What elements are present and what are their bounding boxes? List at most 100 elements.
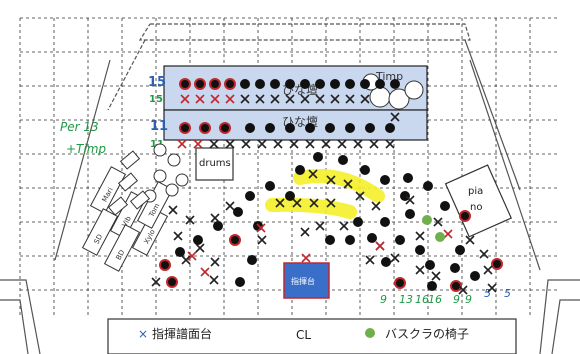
player-seat	[345, 79, 355, 89]
player-seat	[213, 221, 223, 231]
player-seat	[360, 79, 370, 89]
floor-count-label: 5	[484, 287, 491, 300]
player-seat	[175, 247, 185, 257]
music-stand	[209, 139, 219, 149]
percussion-note-line1: Per 13	[60, 120, 99, 134]
music-stand	[345, 94, 355, 104]
music-stand	[479, 249, 489, 259]
music-stand	[292, 198, 302, 208]
music-stand	[405, 195, 415, 205]
music-stand	[168, 205, 178, 215]
player-seat	[193, 235, 203, 245]
piano-label-line2: no	[470, 202, 482, 213]
music-stand	[195, 94, 205, 104]
music-stand	[369, 139, 379, 149]
piano-shape	[444, 164, 513, 238]
bass-clarinet-chair	[435, 232, 445, 242]
floor-count-label: 9	[465, 293, 472, 306]
drum-head	[175, 173, 189, 187]
player-seat	[325, 123, 335, 133]
player-seat	[315, 79, 325, 89]
player-seat	[380, 175, 390, 185]
player-seat	[450, 280, 462, 292]
music-stand	[225, 94, 235, 104]
percussion-rack: BD	[103, 224, 141, 272]
music-stand	[225, 139, 235, 149]
player-seat	[423, 181, 433, 191]
player-seat	[209, 78, 221, 90]
floor-count-label: 9	[380, 293, 387, 306]
music-stand	[289, 139, 299, 149]
music-stand	[180, 94, 190, 104]
player-seat	[270, 79, 280, 89]
music-stand	[300, 94, 310, 104]
percussion-note-line2: +Timp	[66, 142, 106, 156]
music-stand	[225, 201, 235, 211]
player-seat	[255, 79, 265, 89]
player-seat	[285, 191, 295, 201]
player-seat	[285, 79, 295, 89]
drum-head	[153, 143, 167, 157]
player-seat	[450, 263, 460, 273]
player-seat	[305, 123, 315, 133]
drum-head	[153, 169, 167, 183]
music-stand	[385, 139, 395, 149]
legend-bar: × 指揮譜面台 CL バスクラの椅子	[107, 318, 517, 354]
piano-label-line1: pia	[468, 186, 483, 197]
legend-stand-symbol: ×	[138, 327, 148, 341]
floor-count-label: 13	[399, 293, 413, 306]
music-stand	[337, 139, 347, 149]
music-stand	[315, 221, 325, 231]
player-seat	[194, 78, 206, 90]
music-stand	[353, 139, 363, 149]
player-seat	[455, 245, 465, 255]
music-stand	[431, 271, 441, 281]
music-stand	[305, 139, 315, 149]
perc-table	[107, 196, 129, 216]
music-stand	[355, 191, 365, 201]
music-stand	[415, 265, 425, 275]
highlight-strokes	[265, 169, 385, 219]
player-seat	[224, 78, 236, 90]
player-seat	[345, 123, 355, 133]
player-seat	[459, 210, 471, 222]
player-seat	[166, 276, 178, 288]
player-seat	[360, 165, 370, 175]
player-seat	[338, 155, 348, 165]
player-seat	[245, 123, 255, 133]
music-stand	[187, 251, 197, 261]
percussion-rack: Tom	[136, 181, 174, 229]
music-stand	[177, 139, 187, 149]
music-stand	[255, 94, 265, 104]
music-stand	[181, 255, 191, 265]
player-seat	[235, 277, 245, 287]
player-seat	[425, 260, 435, 270]
percussion-rack: Mari	[89, 166, 127, 214]
floor-count-label: 9	[453, 293, 460, 306]
player-seat	[440, 201, 450, 211]
player-seat	[240, 79, 250, 89]
music-stand	[360, 94, 370, 104]
player-seat	[367, 233, 377, 243]
music-stand	[256, 223, 266, 233]
music-stand	[458, 285, 468, 295]
player-seat	[491, 258, 503, 270]
music-stand	[185, 215, 195, 225]
music-stand	[483, 265, 493, 275]
music-stand	[365, 255, 375, 265]
player-seat	[265, 123, 275, 133]
player-seat	[405, 209, 415, 219]
music-stand	[301, 253, 311, 263]
player-seat	[380, 217, 390, 227]
music-stand	[390, 112, 400, 122]
player-seat	[219, 122, 231, 134]
music-stand	[326, 175, 336, 185]
music-stand	[339, 221, 349, 231]
player-seat	[470, 271, 480, 281]
music-stand	[257, 235, 267, 245]
player-seat	[179, 78, 191, 90]
center-line-mark: CL	[296, 328, 311, 342]
legend-chair-dot	[365, 328, 375, 338]
